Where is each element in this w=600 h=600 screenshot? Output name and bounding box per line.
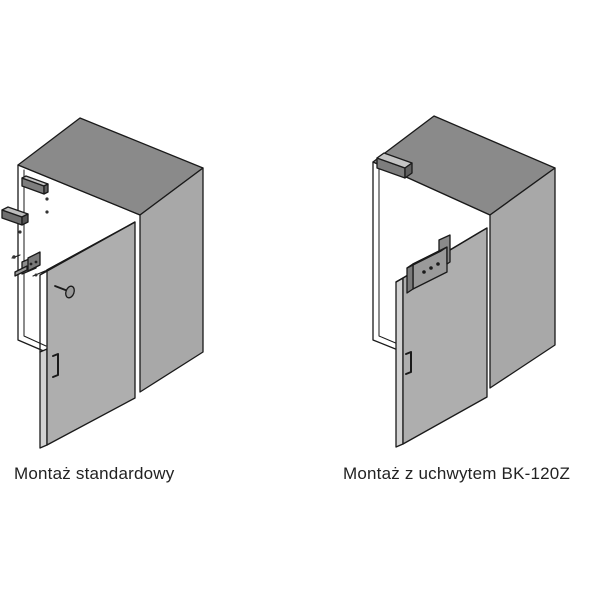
screw-icon — [45, 197, 49, 201]
screw-icon — [45, 210, 49, 214]
door-standard-handle-icon — [52, 353, 59, 378]
cabinet-standard-side — [139, 167, 204, 393]
caption-bracket-mounting: Montaż z uchwytem BK-120Z — [343, 464, 571, 483]
electromagnet-icon — [376, 152, 413, 179]
door-bracket-handle-icon — [405, 351, 412, 375]
mounting-hardware-icon — [11, 251, 46, 277]
bolt-icon — [54, 285, 75, 299]
screw-icon — [436, 262, 440, 266]
screw-icon — [422, 270, 426, 274]
cabinet-bracket-side — [489, 167, 556, 389]
door-standard-edge — [39, 348, 48, 449]
cabinet-bracket-frame — [372, 161, 399, 351]
bracket-bk120z-icon — [406, 234, 451, 294]
cabinet-standard — [1, 117, 204, 449]
electromagnet-icon — [21, 175, 49, 195]
screw-icon — [429, 266, 433, 270]
cabinet-bracket — [372, 115, 556, 448]
door-standard-front — [46, 221, 136, 446]
door-bracket-edge — [395, 277, 404, 448]
caption-standard-mounting: Montaż standardowy — [14, 464, 175, 483]
armature-plate-icon — [1, 206, 29, 226]
